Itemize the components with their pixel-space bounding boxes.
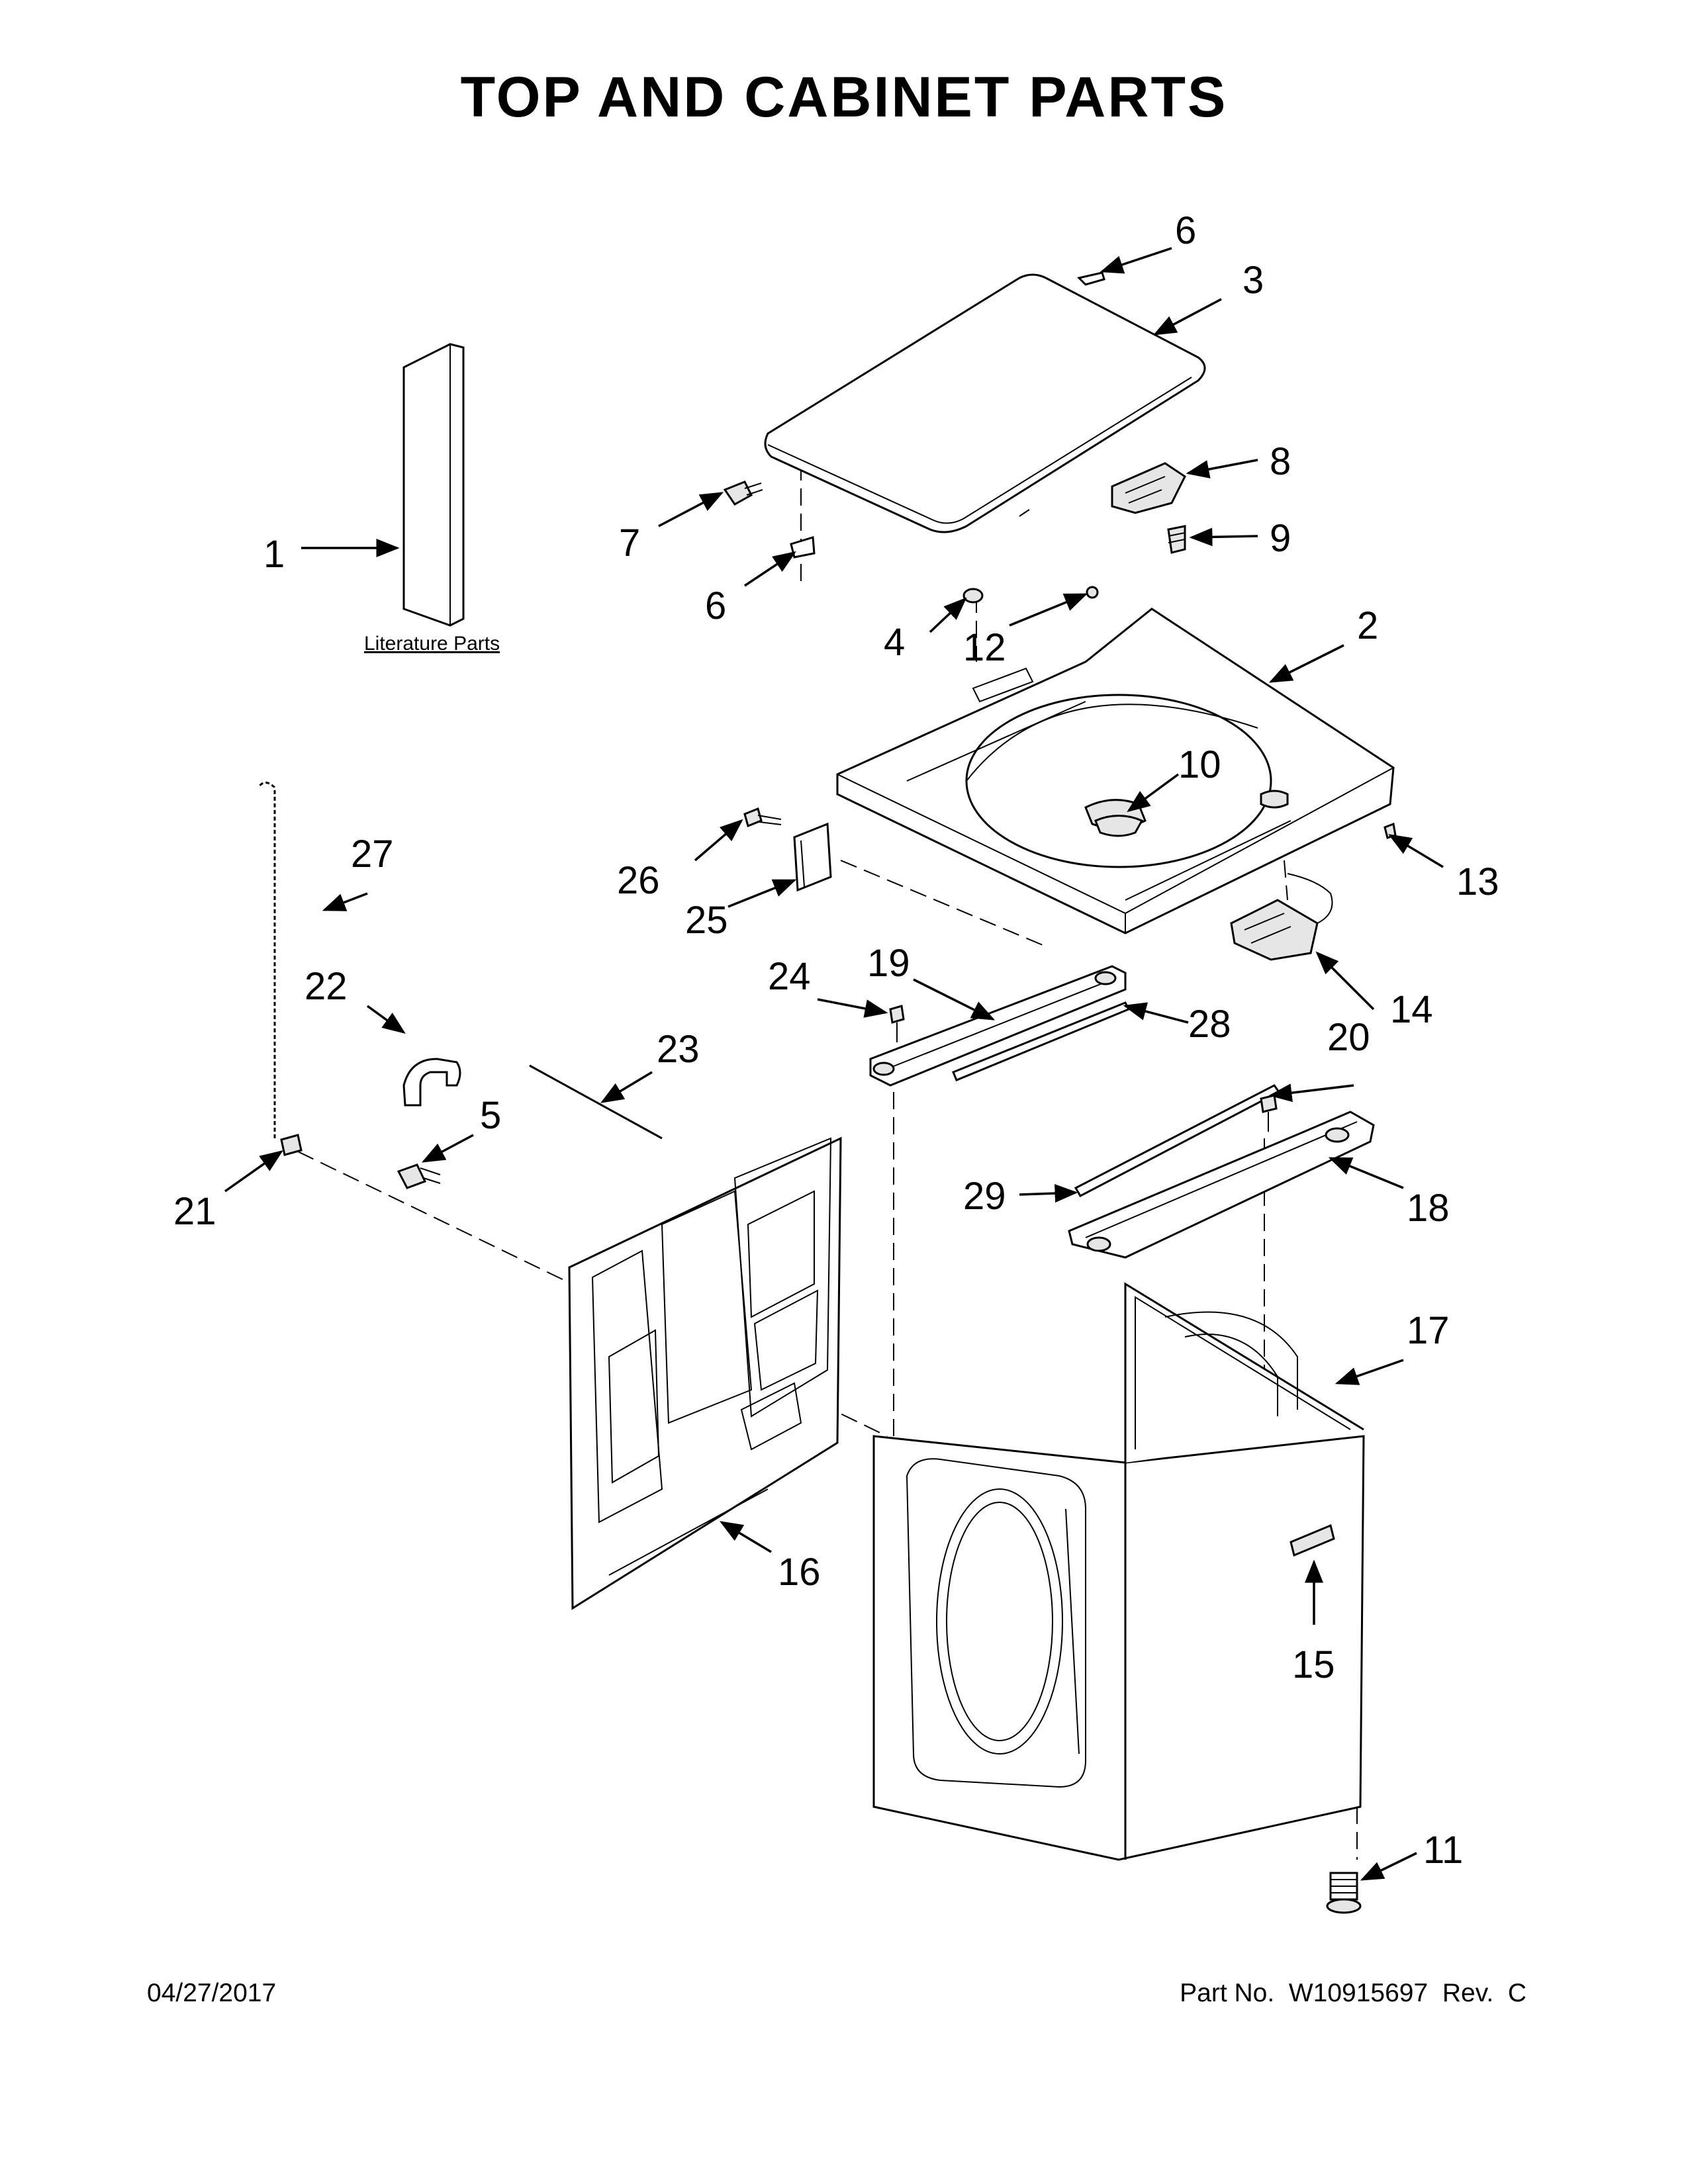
callout-16: 16 xyxy=(778,1551,821,1594)
literature-booklet-icon xyxy=(402,343,465,627)
callout-23: 23 xyxy=(657,1028,700,1071)
callout-28: 28 xyxy=(1188,1003,1231,1046)
callout-25: 25 xyxy=(685,899,728,942)
callout-24: 24 xyxy=(768,955,811,998)
hose-clamp-21 xyxy=(280,1134,303,1156)
callout-27: 27 xyxy=(351,833,394,876)
washer-lid-icon xyxy=(764,273,1206,533)
callout-2: 2 xyxy=(1357,604,1378,647)
rear-support-18 xyxy=(1068,1111,1375,1259)
literature-parts-label: Literature Parts xyxy=(364,633,500,655)
callout-12: 12 xyxy=(963,626,1006,669)
callout-18: 18 xyxy=(1407,1187,1450,1230)
callout-6-bottom: 6 xyxy=(705,584,726,627)
callout-9: 9 xyxy=(1270,517,1291,560)
callout-15: 15 xyxy=(1292,1643,1335,1686)
leveling-foot-11 xyxy=(1326,1872,1362,1914)
callout-26: 26 xyxy=(617,859,660,902)
callout-4: 4 xyxy=(884,621,905,664)
bracket-25 xyxy=(793,822,832,892)
callout-7: 7 xyxy=(619,522,640,565)
screw-24 xyxy=(889,1005,905,1042)
callout-10: 10 xyxy=(1178,743,1221,786)
callout-6-top: 6 xyxy=(1175,209,1196,252)
callout-14: 14 xyxy=(1390,988,1433,1031)
callout-17: 17 xyxy=(1407,1309,1450,1352)
screw-9 xyxy=(1167,525,1186,554)
front-support-19 xyxy=(869,965,1127,1087)
grommet-12 xyxy=(1086,586,1099,599)
drain-hose-icon xyxy=(256,780,277,1138)
hinge-screw-7 xyxy=(723,480,763,506)
bumper-4 xyxy=(962,588,984,604)
valve-screw-5 xyxy=(397,1163,441,1189)
screw-26 xyxy=(743,807,782,828)
callout-1: 1 xyxy=(263,533,285,576)
callout-labels: 6 3 8 9 7 6 4 12 2 10 13 14 1 27 26 25 2… xyxy=(173,209,1499,1872)
rear-panel-icon xyxy=(568,1136,842,1610)
callout-21: 21 xyxy=(173,1190,216,1233)
lid-switch-8 xyxy=(1111,462,1186,514)
callout-13: 13 xyxy=(1456,860,1499,903)
callout-29: 29 xyxy=(963,1175,1006,1218)
washer-top-icon xyxy=(836,608,1395,934)
callout-11: 11 xyxy=(1423,1829,1463,1872)
page-title: TOP AND CABINET PARTS xyxy=(460,66,1228,129)
dispenser-cap-10 xyxy=(1094,815,1144,837)
strap-23 xyxy=(529,1064,663,1140)
cabinet-icon xyxy=(872,1282,1365,1861)
screw-20 xyxy=(1260,1094,1278,1132)
footer-part-number: Part No. W10915697 Rev. C xyxy=(1180,1979,1526,2007)
callout-3: 3 xyxy=(1243,259,1264,302)
lid-lock-14 xyxy=(1230,873,1333,961)
callout-8: 8 xyxy=(1270,440,1291,483)
callout-5: 5 xyxy=(480,1094,501,1137)
callout-22: 22 xyxy=(305,965,348,1008)
lid-pin-6-top xyxy=(1077,271,1105,286)
hose-guide-22 xyxy=(402,1058,461,1107)
footer-date: 04/27/2017 xyxy=(147,1979,277,2007)
lid-pin-6-bottom xyxy=(790,536,816,559)
callout-19: 19 xyxy=(867,942,910,985)
callout-20: 20 xyxy=(1327,1016,1370,1059)
callout-leaders xyxy=(224,247,1444,1881)
